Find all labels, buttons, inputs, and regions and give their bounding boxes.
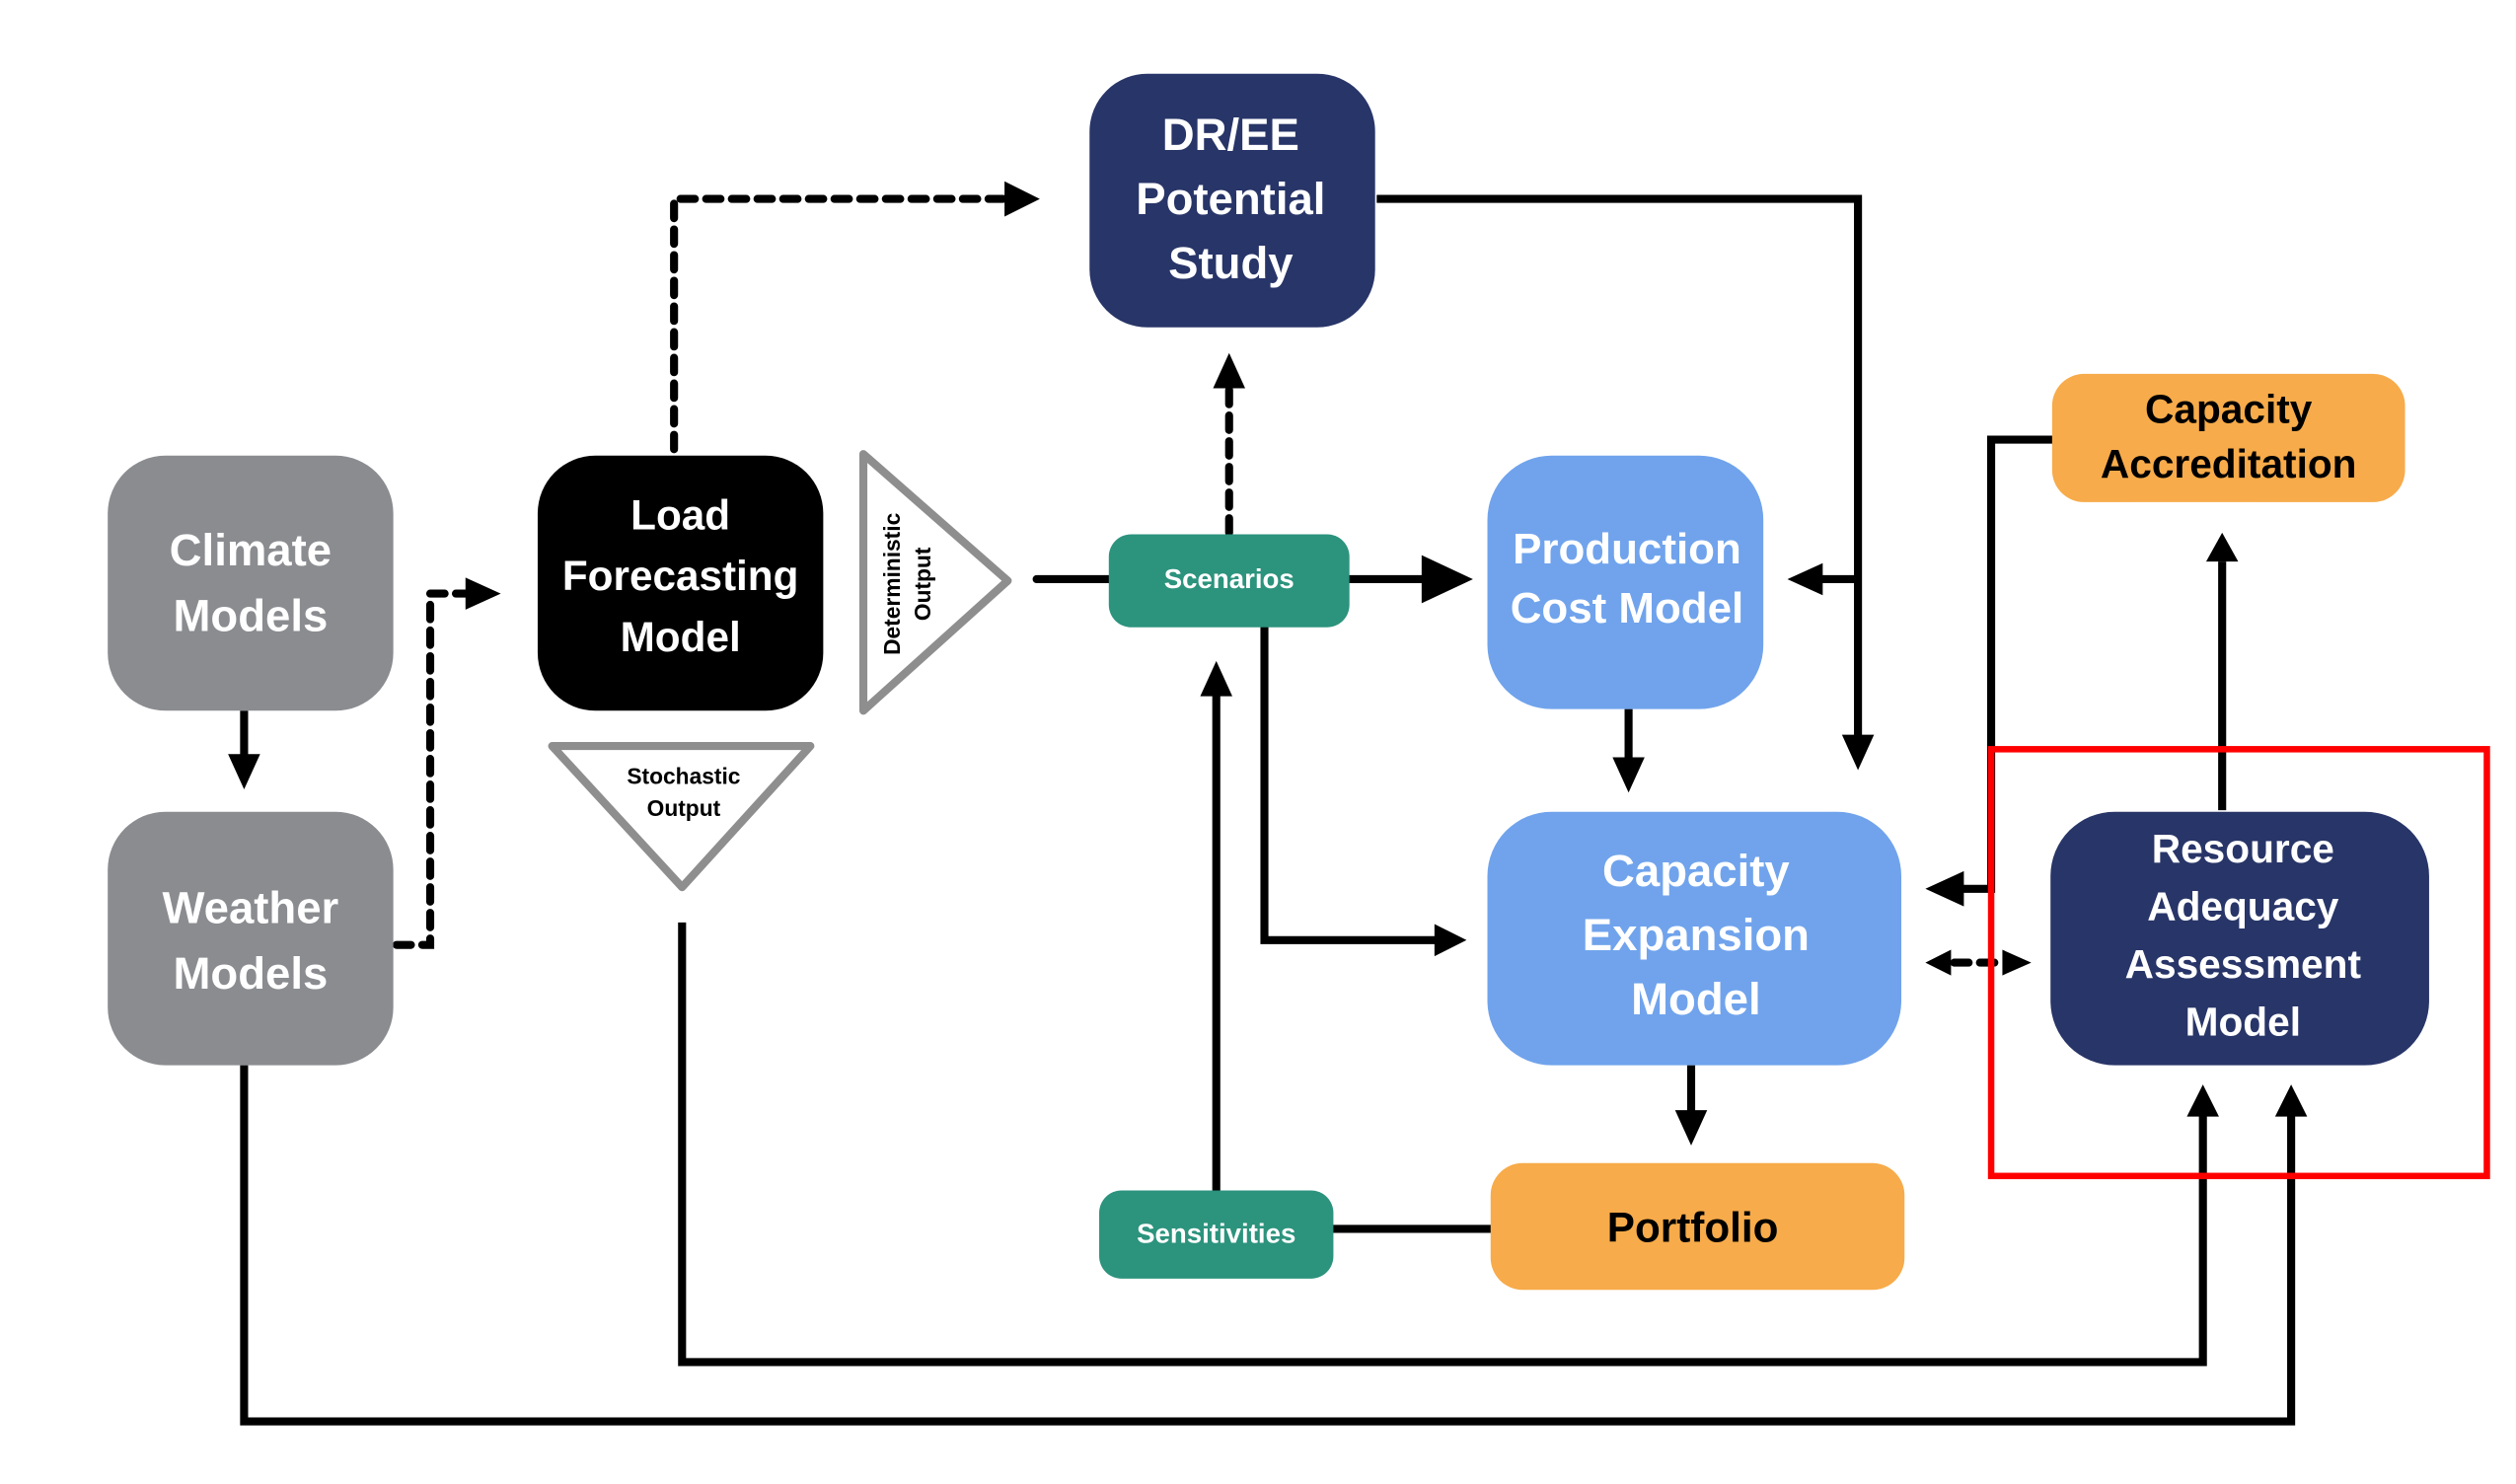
node-label: DR/EE [1162,110,1299,160]
node-capacity-expansion-model[interactable]: Capacity Expansion Model [1487,811,1902,1066]
arrowhead-down-icon [1841,734,1875,771]
edge-scenarios-capexp [1260,626,1439,944]
node-box [108,455,394,711]
node-box [1487,455,1764,709]
edge-weather-load [392,589,474,949]
arrowhead-down-icon [228,754,260,789]
node-label: Scenarios [1164,563,1295,594]
arrowhead-left-icon [1925,870,1964,907]
node-label: Forecasting [562,553,799,599]
arrowhead-right-icon [1421,555,1473,604]
node-label: Stochastic [627,764,740,789]
arrowhead-left-icon [1925,949,1952,976]
edge-stochastic-ra [678,922,2207,1367]
node-label: Models [174,948,329,999]
node-label: Resource [2152,826,2334,871]
node-box [1490,1162,1905,1291]
arrowhead-left-icon [1787,562,1823,596]
node-label: Accreditation [2101,441,2357,486]
node-label: Model [2185,1000,2301,1045]
node-portfolio[interactable]: Portfolio [1490,1162,1905,1291]
node-climate-models[interactable]: Climate Models [108,455,394,711]
arrowhead-up-icon [2274,1084,2308,1117]
node-label: Assessment [2125,941,2362,987]
arrowhead-up-icon [2205,532,2239,562]
node-capacity-accreditation[interactable]: Capacity Accreditation [2051,373,2405,502]
arrowhead-up-icon [2186,1084,2219,1117]
node-production-cost-model[interactable]: Production Cost Model [1487,455,1764,709]
node-label: Deterministic [879,513,905,655]
node-label: Model [621,614,741,660]
node-label: Capacity [2145,387,2313,432]
node-box [1089,73,1375,328]
triangle-right-icon [858,450,1012,715]
node-deterministic-output[interactable]: Deterministic Output [858,450,1012,715]
node-load-forecasting-model[interactable]: Load Forecasting Model [537,455,824,711]
node-label: Sensitivities [1137,1218,1295,1248]
node-label: Potential [1136,174,1325,224]
node-box [1099,1190,1334,1279]
arrowhead-down-icon [1674,1110,1708,1146]
arrowhead-right-icon [1434,924,1467,957]
connectors [228,181,2308,1426]
edge-load-dree [670,194,1012,454]
node-label: Cost Model [1511,584,1744,632]
node-label: Models [174,591,329,641]
node-label: Adequacy [2147,884,2339,929]
node-weather-models[interactable]: Weather Models [108,811,394,1066]
node-scenarios[interactable]: Scenarios [1108,534,1350,628]
arrowhead-down-icon [1612,757,1645,793]
edge-accreditation-capexp [1961,435,2054,893]
node-box [537,455,824,711]
node-label: Model [1631,974,1760,1024]
edge-dree-trunk [1376,194,1863,738]
node-sensitivities[interactable]: Sensitivities [1099,1190,1334,1279]
node-label: Expansion [1583,910,1810,960]
node-label: Production [1513,525,1741,573]
arrowhead-right-icon [1004,181,1040,217]
node-box [2051,373,2405,502]
arrowhead-right-icon [465,577,501,610]
arrowhead-up-icon [1200,660,1232,697]
node-resource-adequacy-assessment-model[interactable]: Resource Adequacy Assessment Model [2050,811,2429,1066]
node-label: Output [910,547,935,621]
node-label: Study [1168,238,1294,288]
node-label: Weather [163,883,339,933]
node-label: Load [630,491,730,538]
node-box [1487,811,1902,1066]
node-label: Climate [170,525,332,575]
triangle-down-icon [548,742,815,892]
node-dree-potential-study[interactable]: DR/EE Potential Study [1089,73,1375,328]
arrowhead-up-icon [1213,352,1245,389]
node-stochastic-output[interactable]: Stochastic Output [548,742,815,892]
node-label: Capacity [1602,846,1790,896]
arrowhead-right-icon [2002,949,2032,976]
edge-weather-ra [240,1065,2296,1426]
highlight-frame [1987,746,2490,1180]
node-label: Portfolio [1607,1204,1779,1250]
node-label: Output [647,795,721,821]
node-box [1108,534,1350,628]
node-box [108,811,394,1066]
node-box [2050,811,2429,1066]
